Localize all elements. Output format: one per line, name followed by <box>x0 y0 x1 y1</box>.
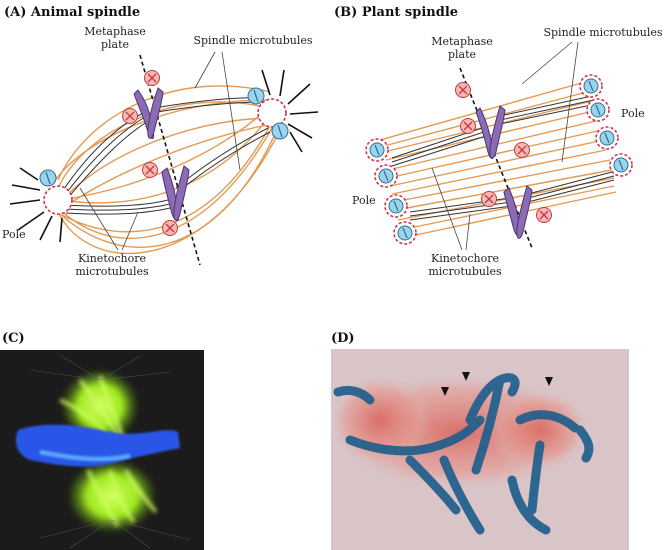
panel-b-kinetochore-label-line2: microtubules <box>428 265 502 278</box>
panel-b-metaphase-label-line1: Metaphase <box>431 35 493 48</box>
panel-b-spindle-label: Spindle microtubules <box>543 26 662 39</box>
panel-a-kinetochore-label-line1: Kinetochore <box>78 252 146 265</box>
panel-a-kinetochore-label-line2: microtubules <box>75 265 149 278</box>
panel-a-metaphase-label-line2: plate <box>101 38 129 51</box>
panel-b-red-kinetochore-2 <box>461 119 476 134</box>
panel-d-title: (D) <box>331 331 355 346</box>
panel-a-red-kinetochore-1 <box>145 71 160 86</box>
panel-a-metaphase-label-line1: Metaphase <box>84 25 146 38</box>
panel-b-metaphase-label-line2: plate <box>448 48 476 61</box>
panel-a-pole-label: Pole <box>2 228 26 241</box>
panel-b-red-kinetochore-5 <box>537 208 552 223</box>
panel-a: (A) Animal spindle <box>2 5 318 278</box>
panel-a-red-kinetochore-3 <box>143 163 158 178</box>
panel-b-chromosome-upper <box>476 106 505 159</box>
panel-a-red-kinetochore-4 <box>163 221 178 236</box>
panel-b-title: (B) Plant spindle <box>334 5 458 20</box>
panel-b-pole-label-right: Pole <box>621 107 645 120</box>
panel-a-kinetochore-microtubules <box>62 98 270 214</box>
panel-b: (B) Plant spindle <box>334 5 663 278</box>
panel-b-red-kinetochore-3 <box>515 143 530 158</box>
panel-b-red-kinetochore-1 <box>456 83 471 98</box>
panel-b-kinetochore-label-line1: Kinetochore <box>431 252 499 265</box>
panel-a-title: (A) Animal spindle <box>4 5 140 20</box>
panel-c-title: (C) <box>2 331 25 346</box>
panel-c: (C) <box>0 331 204 550</box>
panel-a-spindle-label: Spindle microtubules <box>193 34 312 47</box>
panel-a-chromosome-upper <box>134 88 163 139</box>
panel-b-red-kinetochore-4 <box>482 192 497 207</box>
panel-d: (D) <box>330 331 629 550</box>
panel-a-red-kinetochore-2 <box>123 109 138 124</box>
panel-a-right-pole <box>248 70 318 152</box>
panel-b-pole-label-left: Pole <box>352 194 376 207</box>
